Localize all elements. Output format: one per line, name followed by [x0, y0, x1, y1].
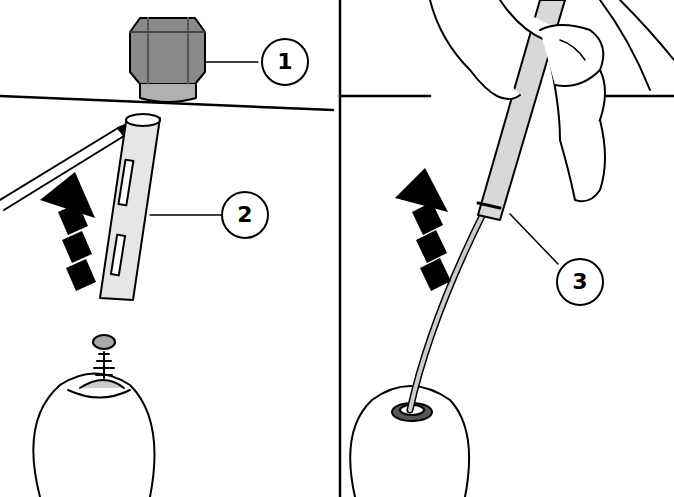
callout-number: 2	[237, 204, 252, 226]
callout-circle: 3	[556, 258, 604, 306]
callout-circle: 1	[261, 38, 309, 86]
callout-number: 1	[277, 51, 292, 73]
callout-number: 3	[572, 271, 587, 293]
callout-circle: 2	[221, 191, 269, 239]
